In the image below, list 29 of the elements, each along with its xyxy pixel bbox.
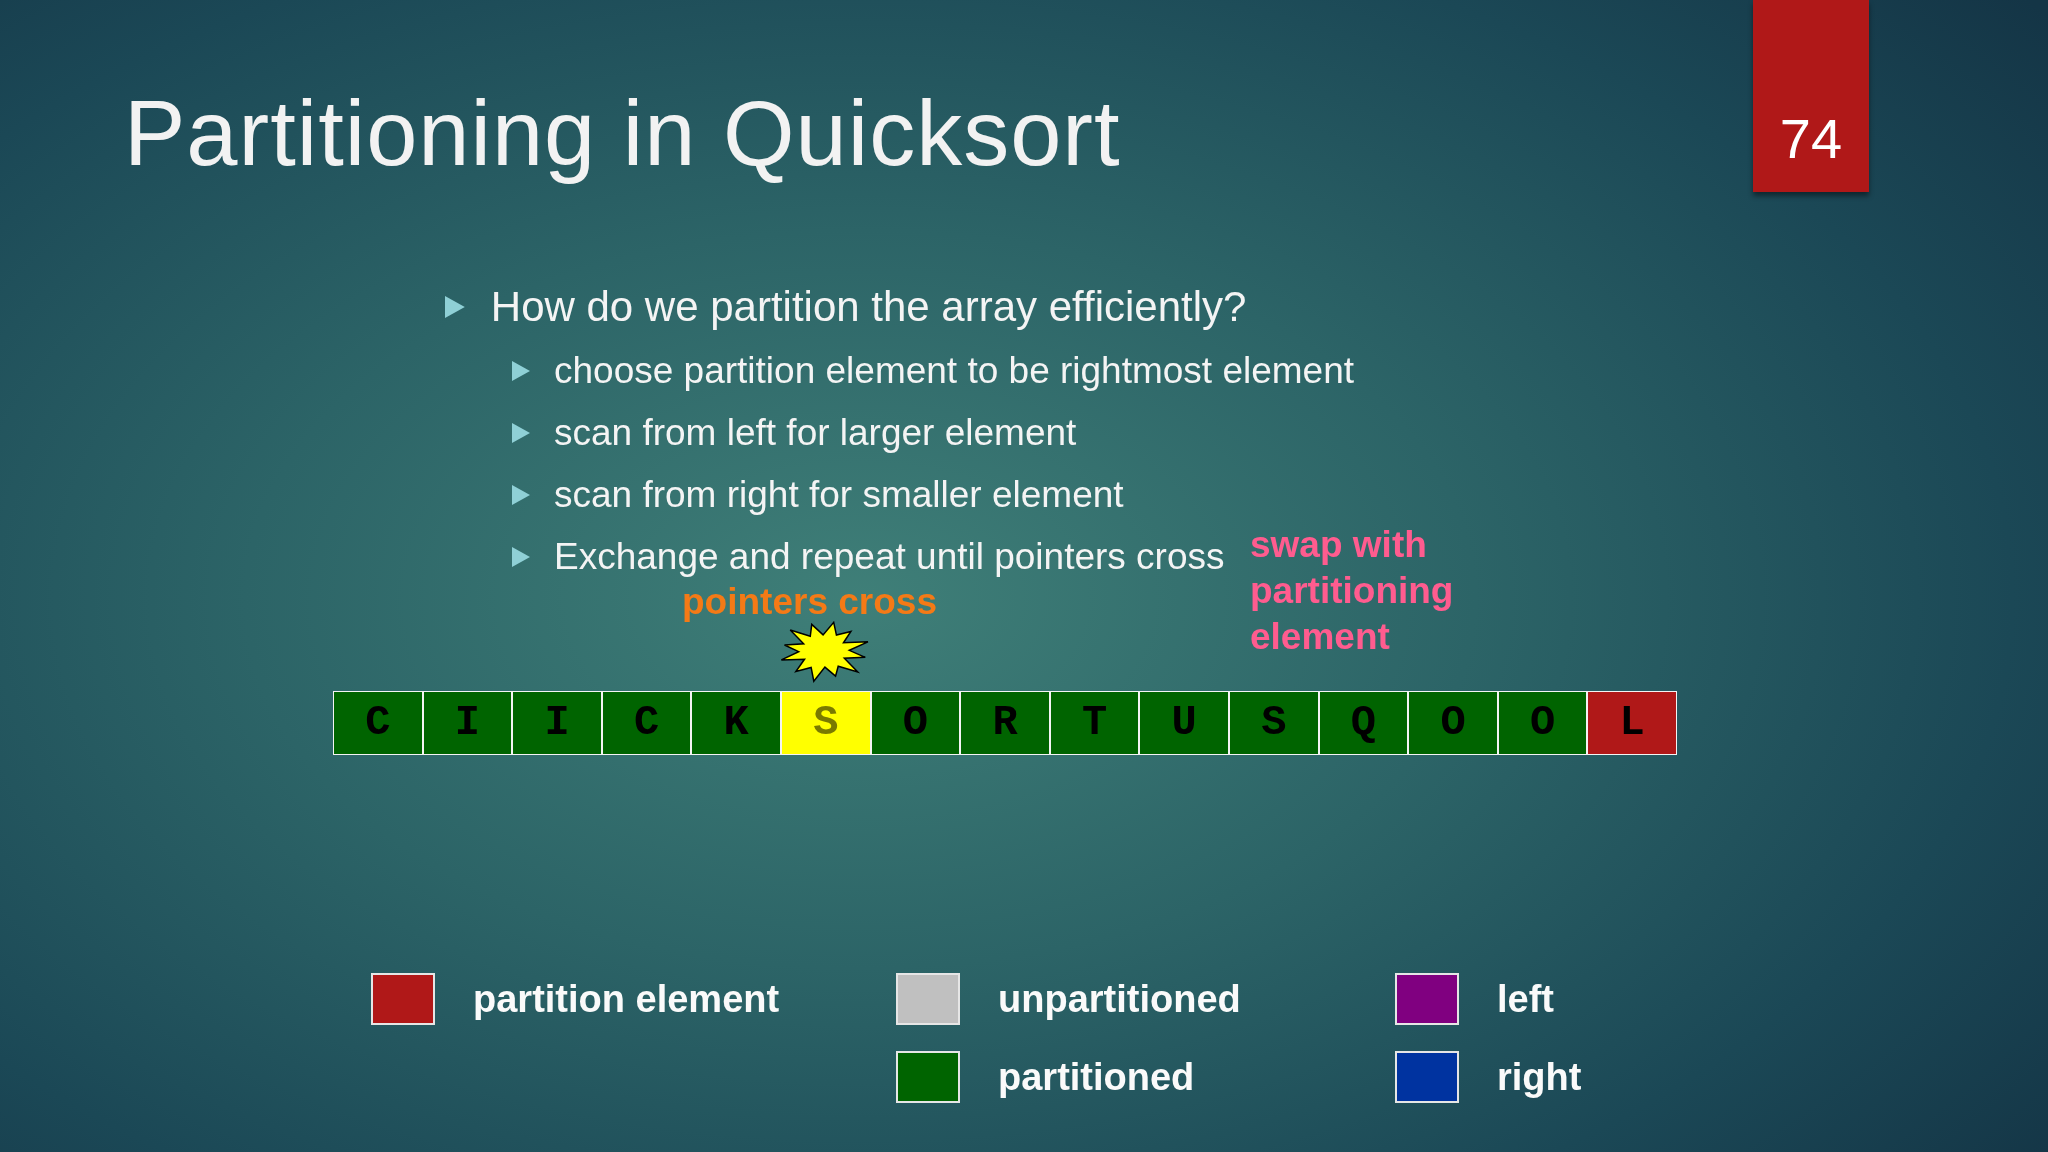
array-cell: I [512,691,602,755]
array-cell: R [960,691,1050,755]
bullet-text: scan from left for larger element [554,412,1077,454]
array-cell: T [1049,691,1140,755]
legend-label: partitioned [998,1055,1195,1099]
note-text: swap with partitioning element [1250,523,1455,659]
array-cell: O [1408,691,1498,755]
legend-label: partition element [473,977,780,1021]
array-cell: I [422,691,513,755]
array-cell: O [870,691,961,755]
bullet-text: How do we partition the array efficiently? [490,283,1247,331]
bullet-text: Exchange and repeat until pointers cross [554,536,1225,578]
array-cell: U [1139,691,1229,755]
bullet-text: scan from right for smaller element [554,474,1124,516]
array-cell: K [691,691,781,755]
slide-title: Partitioning in Quicksort [124,81,1121,186]
note-text: pointers cross [682,582,937,622]
array-cell: O [1497,691,1588,755]
legend-label: left [1497,977,1554,1021]
legend-label: right [1497,1055,1582,1099]
array-cell: C [333,691,423,755]
array-cell: C [601,691,692,755]
array-cell: S [781,691,871,755]
array-cell: S [1229,691,1319,755]
array-cell: Q [1318,691,1409,755]
legend-label: unpartitioned [998,977,1241,1021]
array-cell: L [1587,691,1677,755]
bullet-text: choose partition element to be rightmost element [554,350,1355,392]
slide-number-tab: 74 [1753,0,1869,192]
